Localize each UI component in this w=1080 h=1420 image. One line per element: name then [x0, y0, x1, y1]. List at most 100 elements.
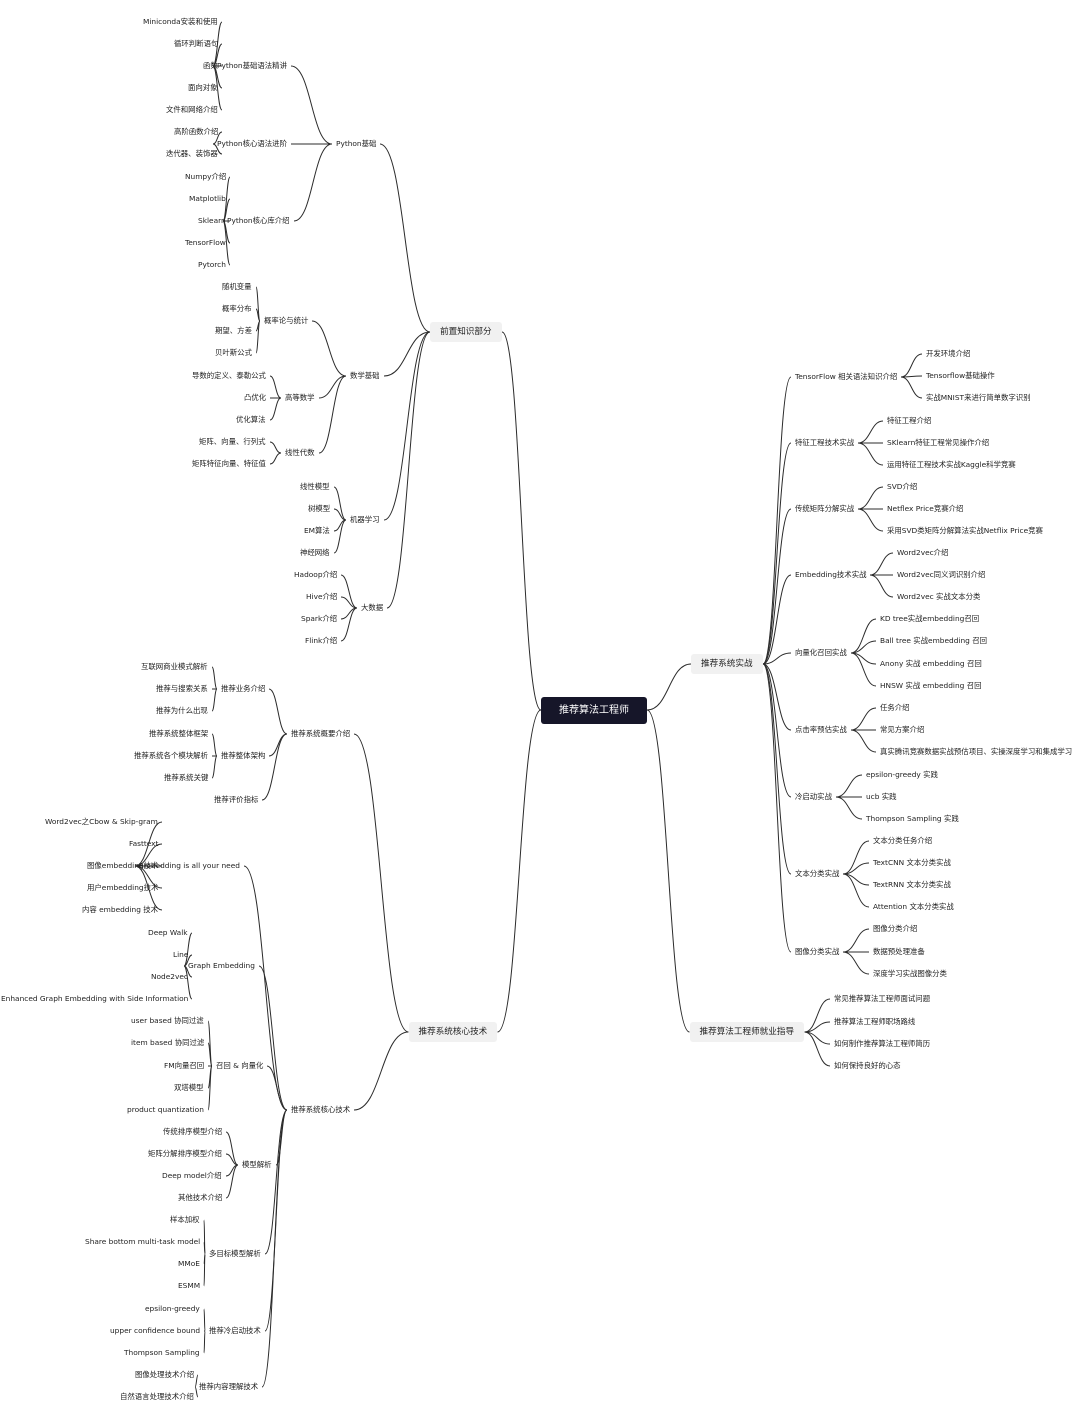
topic-node[interactable]: 大数据 — [361, 603, 384, 612]
subtopic-node[interactable]: 推荐整体架构 — [221, 751, 266, 760]
subtopic-node[interactable]: 高等数学 — [285, 393, 315, 402]
leaf-node[interactable]: Node2vec — [151, 972, 188, 981]
leaf-node[interactable]: Ball tree 实战embedding 召回 — [880, 636, 987, 645]
leaf-node[interactable]: 如何保持良好的心态 — [834, 1061, 901, 1070]
leaf-node[interactable]: Miniconda安装和使用 — [143, 17, 218, 26]
leaf-node[interactable]: EM算法 — [304, 526, 330, 535]
leaf-node[interactable]: Word2vec之Cbow & Skip-gram — [45, 817, 158, 826]
subtopic-node[interactable]: 概率论与统计 — [264, 316, 309, 325]
leaf-node[interactable]: 线性模型 — [300, 482, 330, 491]
leaf-node[interactable]: 样本加权 — [170, 1215, 200, 1224]
leaf-node[interactable]: 导数的定义、泰勒公式 — [192, 371, 266, 380]
leaf-node[interactable]: 采用SVD类矩阵分解算法实战Netflix Price竞赛 — [887, 526, 1043, 535]
leaf-node[interactable]: 面向对象 — [188, 83, 218, 92]
leaf-node[interactable]: Tensorflow基础操作 — [926, 371, 995, 380]
leaf-node[interactable]: 文件和网络介绍 — [166, 105, 218, 114]
leaf-node[interactable]: Fasttext — [129, 839, 159, 848]
subtopic-node[interactable]: Python核心语法进阶 — [217, 139, 287, 148]
leaf-node[interactable]: 树模型 — [308, 504, 331, 513]
leaf-node[interactable]: 常见推荐算法工程师面试问题 — [834, 994, 931, 1003]
leaf-node[interactable]: 推荐系统关键 — [164, 773, 209, 782]
leaf-node[interactable]: 内容 embedding 技术 — [82, 905, 159, 914]
subtopic-node[interactable]: 召回 & 向量化 — [216, 1061, 264, 1070]
leaf-node[interactable]: Word2vec同义词识别介绍 — [897, 570, 986, 579]
leaf-node[interactable]: 图像处理技术介绍 — [135, 1370, 195, 1379]
leaf-node[interactable]: 如何制作推荐算法工程师简历 — [834, 1039, 931, 1048]
leaf-node[interactable]: 真实腾讯竞赛数据实战预估项目、实操深度学习和集成学习 — [880, 747, 1073, 756]
leaf-node[interactable]: MMoE — [178, 1259, 200, 1268]
leaf-node[interactable]: SVD介绍 — [887, 482, 918, 491]
leaf-node[interactable]: 矩阵、向量、行列式 — [199, 437, 266, 446]
leaf-node[interactable]: Thompson Sampling 实践 — [866, 814, 959, 823]
subtopic-node[interactable]: 推荐内容理解技术 — [199, 1382, 259, 1391]
leaf-node[interactable]: 自然语言处理技术介绍 — [120, 1392, 194, 1401]
leaf-node[interactable]: 凸优化 — [244, 393, 267, 402]
leaf-node[interactable]: TensorFlow — [185, 238, 226, 247]
branch-node[interactable]: 推荐算法工程师就业指导 — [689, 1022, 805, 1042]
subtopic-node[interactable]: 推荐评价指标 — [214, 795, 259, 804]
leaf-node[interactable]: Attention 文本分类实战 — [873, 902, 954, 911]
leaf-node[interactable]: Line — [173, 950, 189, 959]
leaf-node[interactable]: 期望、方差 — [215, 326, 252, 335]
leaf-node[interactable]: 推荐算法工程师职场路线 — [834, 1017, 916, 1026]
leaf-node[interactable]: Flink介绍 — [305, 636, 338, 645]
leaf-node[interactable]: TextRNN 文本分类实战 — [873, 880, 951, 889]
leaf-node[interactable]: 矩阵分解排序模型介绍 — [148, 1149, 222, 1158]
branch-node[interactable]: 推荐系统核心技术 — [408, 1022, 498, 1042]
topic-node[interactable]: 冷启动实战 — [795, 792, 832, 801]
leaf-node[interactable]: 推荐与搜索关系 — [156, 684, 208, 693]
leaf-node[interactable]: ucb 实践 — [866, 792, 897, 801]
topic-node[interactable]: 向量化召回实战 — [795, 648, 847, 657]
leaf-node[interactable]: Hadoop介绍 — [294, 570, 338, 579]
leaf-node[interactable]: 概率分布 — [222, 304, 252, 313]
leaf-node[interactable]: TextCNN 文本分类实战 — [873, 858, 951, 867]
leaf-node[interactable]: product quantization — [127, 1105, 204, 1114]
subtopic-node[interactable]: 模型解析 — [242, 1160, 272, 1169]
leaf-node[interactable]: 随机变量 — [222, 282, 252, 291]
leaf-node[interactable]: 图像分类介绍 — [873, 924, 918, 933]
leaf-node[interactable]: Matplotlib — [189, 194, 226, 203]
topic-node[interactable]: 推荐系统概要介绍 — [291, 729, 351, 738]
leaf-node[interactable]: 开发环境介绍 — [926, 349, 971, 358]
leaf-node[interactable]: 深度学习实战图像分类 — [873, 969, 947, 978]
leaf-node[interactable]: Word2vec 实战文本分类 — [897, 592, 981, 601]
topic-node[interactable]: 机器学习 — [350, 515, 380, 524]
leaf-node[interactable]: Enhanced Graph Embedding with Side Infor… — [1, 994, 189, 1003]
leaf-node[interactable]: 循环判断语句 — [174, 39, 219, 48]
leaf-node[interactable]: 贝叶斯公式 — [215, 348, 252, 357]
topic-node[interactable]: TensorFlow 相关语法知识介绍 — [795, 372, 898, 381]
leaf-node[interactable]: 特征工程介绍 — [887, 416, 932, 425]
topic-node[interactable]: Python基础 — [336, 139, 377, 148]
leaf-node[interactable]: Deep Walk — [148, 928, 188, 937]
subtopic-node[interactable]: 推荐业务介绍 — [221, 684, 266, 693]
leaf-node[interactable]: 互联网商业模式解析 — [141, 662, 208, 671]
topic-node[interactable]: 传统矩阵分解实战 — [795, 504, 855, 513]
topic-node[interactable]: 数学基础 — [350, 371, 380, 380]
leaf-node[interactable]: 高阶函数介绍 — [174, 127, 219, 136]
leaf-node[interactable]: Word2vec介绍 — [897, 548, 949, 557]
subtopic-node[interactable]: Python核心库介绍 — [227, 216, 290, 225]
leaf-node[interactable]: 任务介绍 — [880, 703, 910, 712]
leaf-node[interactable]: Netflex Price竞赛介绍 — [887, 504, 964, 513]
leaf-node[interactable]: Deep model介绍 — [162, 1171, 222, 1180]
root-node[interactable]: 推荐算法工程师 — [541, 696, 647, 724]
topic-node[interactable]: 文本分类实战 — [795, 869, 840, 878]
leaf-node[interactable]: 常见方案介绍 — [880, 725, 925, 734]
leaf-node[interactable]: 优化算法 — [236, 415, 266, 424]
leaf-node[interactable]: 推荐系统各个模块解析 — [134, 751, 208, 760]
leaf-node[interactable]: SKlearn特征工程常见操作介绍 — [887, 438, 990, 447]
leaf-node[interactable]: Share bottom multi-task model — [85, 1237, 201, 1246]
topic-node[interactable]: 推荐系统核心技术 — [291, 1105, 351, 1114]
leaf-node[interactable]: 其他技术介绍 — [178, 1193, 223, 1202]
leaf-node[interactable]: 迭代器、装饰器 — [166, 149, 218, 158]
leaf-node[interactable]: epsilon-greedy — [145, 1304, 200, 1313]
leaf-node[interactable]: Hive介绍 — [306, 592, 338, 601]
topic-node[interactable]: 点击率预估实战 — [795, 725, 847, 734]
leaf-node[interactable]: KD tree实战embedding召回 — [880, 614, 980, 623]
leaf-node[interactable]: Anony 实战 embedding 召回 — [880, 659, 982, 668]
subtopic-node[interactable]: 推荐冷启动技术 — [209, 1326, 261, 1335]
leaf-node[interactable]: 神经网络 — [300, 548, 330, 557]
leaf-node[interactable]: 数据预处理准备 — [873, 947, 925, 956]
leaf-node[interactable]: 传统排序模型介绍 — [163, 1127, 223, 1136]
subtopic-node[interactable]: 多目标模型解析 — [209, 1249, 261, 1258]
